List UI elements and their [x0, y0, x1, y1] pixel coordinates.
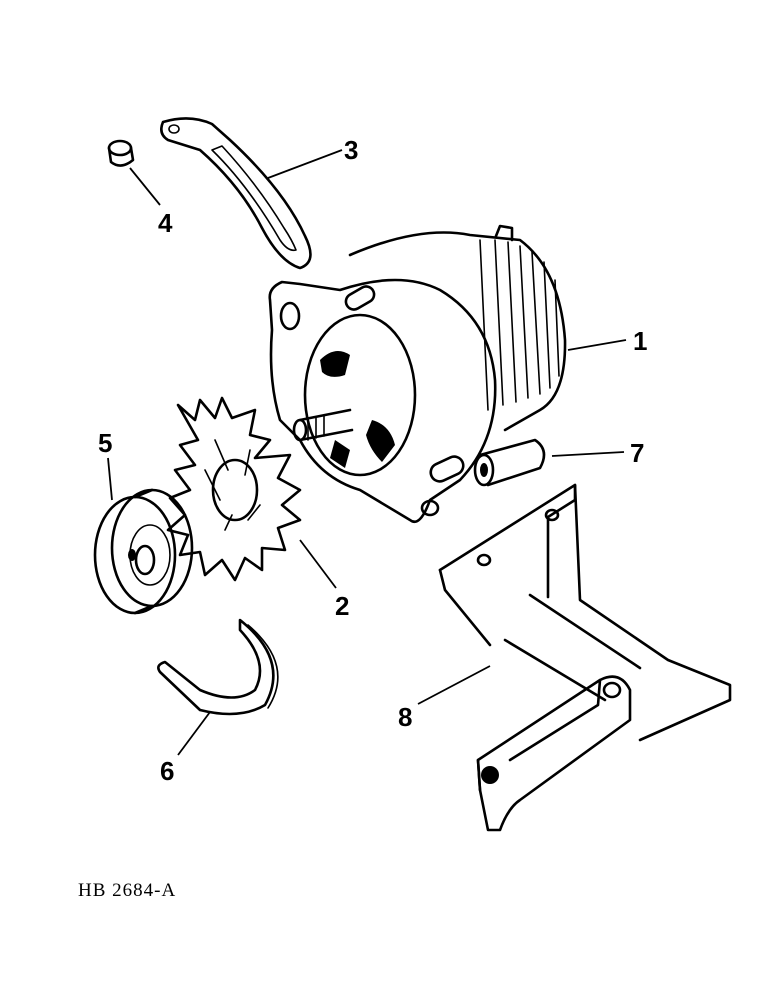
reference-code: HB 2684-A: [78, 880, 176, 901]
callout-3: 3: [344, 135, 358, 165]
part-3-adjusting-brace: [160, 117, 312, 270]
part-8-mounting-bracket: [438, 483, 732, 832]
callout-1: 1: [633, 326, 647, 356]
callout-4: 4: [158, 208, 173, 238]
part-2-fan: [166, 396, 302, 582]
part-4-spacer: [107, 139, 135, 167]
part-7-spacer-sleeve: [473, 438, 546, 487]
part-1-alternator: [268, 224, 567, 524]
callout-2: 2: [335, 591, 349, 621]
part-5-pulley: [93, 488, 194, 615]
callout-8: 8: [398, 702, 412, 732]
callout-7: 7: [630, 438, 644, 468]
callout-6: 6: [160, 756, 174, 786]
leader-lines: [107, 149, 627, 756]
callout-5: 5: [98, 428, 112, 458]
part-6-belt: [157, 618, 279, 716]
